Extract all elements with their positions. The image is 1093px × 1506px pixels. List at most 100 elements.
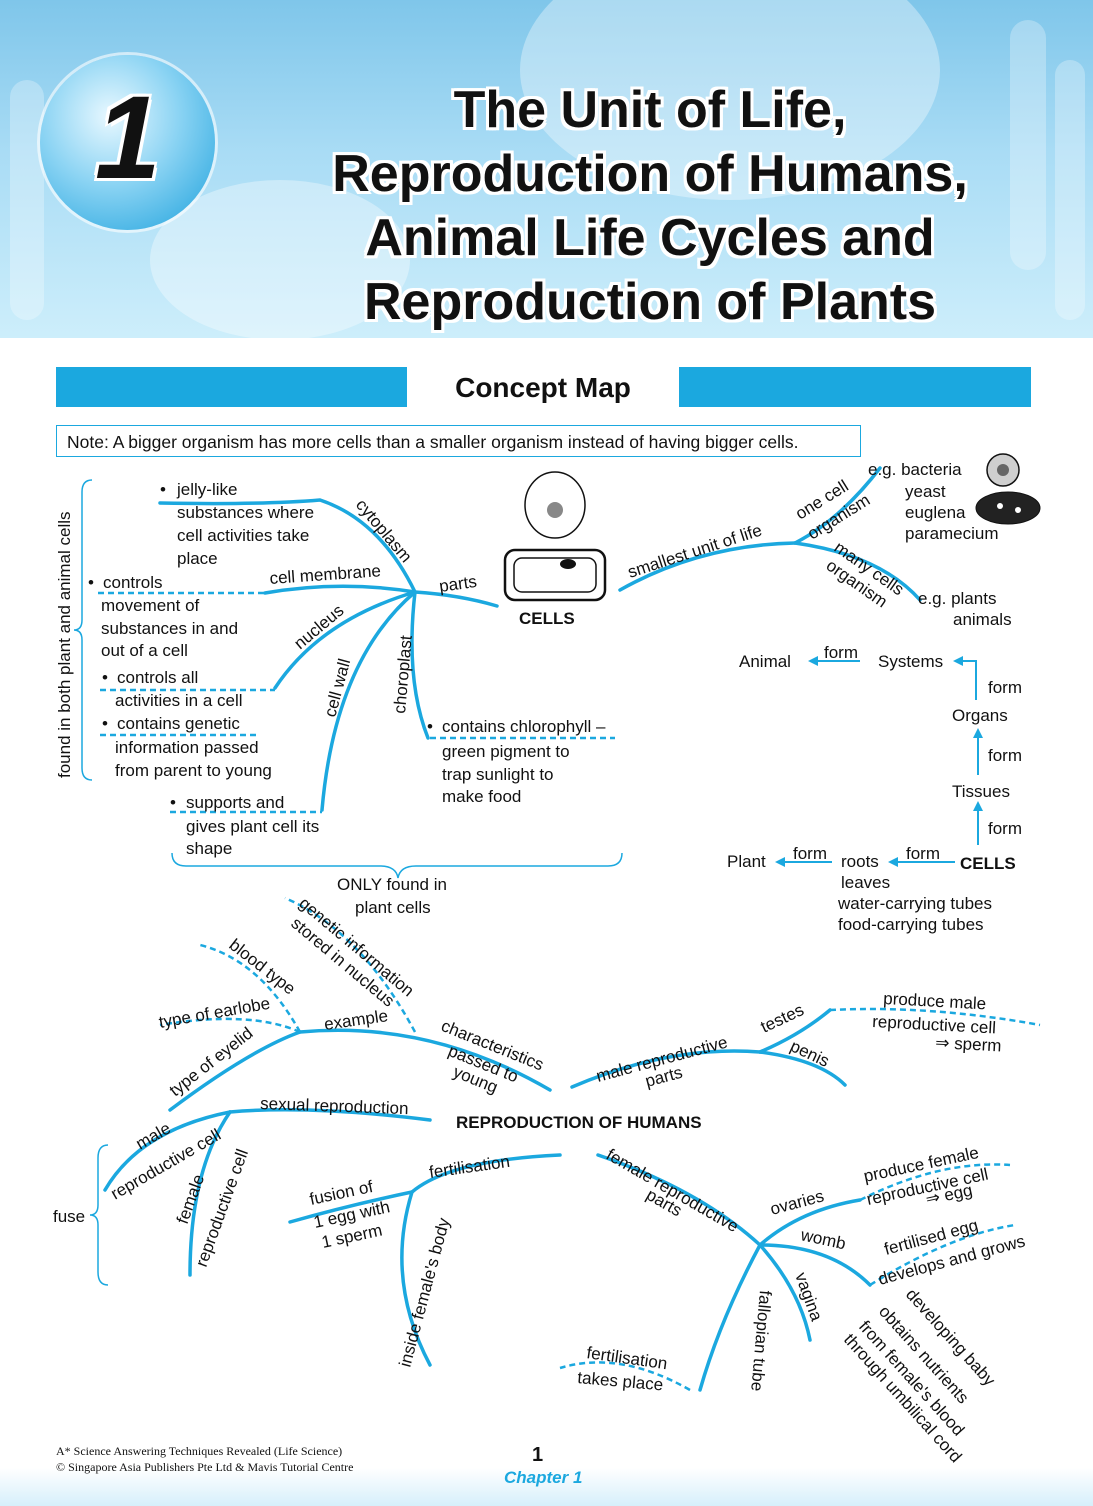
fuse-label: fuse [53,1207,85,1226]
branch-characteristics [298,1028,552,1092]
dash-earlobe [159,1017,301,1034]
roots-label: roots [841,852,879,871]
branch-many-cells [793,541,922,602]
branch-nucleus [273,590,417,690]
membrane-desc: movement of [101,596,200,615]
bullet: • [102,668,108,687]
dash-produce-female [859,1163,1011,1202]
bullet: • [88,573,94,592]
membrane-desc: controls [103,573,163,592]
animal-cell-nucleus-icon [547,502,563,518]
form-label: form [793,844,827,863]
note-box: Note: A bigger organism has more cells t… [56,425,861,457]
paramecium-icon-spot [1015,507,1021,513]
fertilisation-label: fertilisation [428,1152,511,1182]
chloroplast-desc: green pigment to [442,742,570,761]
banner-decoration [150,180,410,338]
produce-male-label: ⇒ sperm [935,1033,1002,1055]
bullet: • [102,714,108,733]
paramecium-icon-spot [997,503,1003,509]
branch-chloroplast [410,590,430,740]
one-cell-example: euglena [905,503,966,522]
dash-fertilised [869,1223,1016,1287]
nucleus-desc: contains genetic [117,714,240,733]
one-cell-example: yeast [905,482,946,501]
branch-fallopian [698,1243,762,1392]
footer-copyright: © Singapore Asia Publishers Pte Ltd & Ma… [56,1460,354,1474]
cell-wall-desc: shape [186,839,232,858]
paramecium-icon [975,491,1041,525]
form-label: form [988,746,1022,765]
nucleus-desc: from parent to young [115,761,272,780]
arrow-head [973,728,983,738]
braces [73,479,623,1286]
cytoplasm-desc: jelly-like [176,480,237,499]
produce-male-label: produce male [883,989,987,1013]
banner-decoration [1010,20,1046,270]
parts-label: parts [438,572,478,596]
chapter-banner: 1 The Unit of Life, Reproduction of Huma… [0,0,1093,338]
banner-decoration [1055,60,1085,320]
produce-male-label: reproductive cell [872,1012,997,1037]
found-both-label: found in both plant and animal cells [55,511,74,778]
brace-only-plant [171,852,623,879]
arrow-heads [775,656,983,867]
ovaries-label: ovaries [768,1186,826,1219]
chapter-number-badge [40,55,215,230]
branch-one-cell [793,466,882,545]
section-bar-left [56,367,407,407]
branch-fusion [288,1190,414,1224]
cell-wall-desc: gives plant cell its [186,817,319,836]
brace-fuse [89,1144,109,1286]
branch-cell-wall [320,590,417,812]
arrow-head [973,801,983,811]
cytoplasm-desc: substances where [177,503,314,522]
only-plant-label: plant cells [355,898,431,917]
dash-fert-takes [559,1361,691,1392]
arrow-head [775,857,785,867]
sexual-label: sexual reproduction [260,1094,409,1118]
branch-smallest-unit [618,541,797,592]
male-cell-label: male [133,1119,174,1154]
form-label: form [988,678,1022,697]
many-cells-example: animals [953,610,1012,629]
branch-female-parts [596,1153,762,1247]
nucleus-desc: information passed [115,738,259,757]
blood-type-label: blood type [226,935,300,998]
form-label: form [988,819,1022,838]
smallest-unit-label: smallest unit of life [625,521,764,582]
map-dashed-lines [98,591,1041,1392]
organs-label: Organs [952,706,1008,725]
dash-genetic [284,896,417,1033]
plant-cell-nucleus-icon [560,559,576,569]
bullet: • [170,793,176,812]
branch-cytoplasm [158,498,417,594]
membrane-desc: out of a cell [101,641,188,660]
arrow-head [953,656,963,666]
chloroplast-label: choroplast [390,634,416,714]
branch-testes [758,1008,832,1054]
chapter-title: The Unit of Life, Reproduction of Humans… [240,78,1060,334]
bacteria-icon-core [997,464,1009,476]
dash-blood-type [199,943,302,1033]
cell-drawings [503,453,1041,602]
arrow-organs-systems [960,660,977,700]
one-cell-example: paramecium [905,524,999,543]
plant-cell-icon [503,548,607,602]
only-plant-label: ONLY found in [337,875,447,894]
water-tubes-label: water-carrying tubes [837,894,992,913]
footer-book-info: A* Science Answering Techniques Revealed… [56,1443,353,1475]
branch-fertilisation [410,1153,562,1194]
section-bar-right [679,367,1031,407]
branch-penis [758,1050,847,1087]
title-line: Animal Life Cycles and [365,209,935,267]
form-label: form [824,643,858,662]
title-line: Reproduction of Plants [364,273,936,331]
map-lines [103,466,922,1392]
tissues-label: Tissues [952,782,1010,801]
footer-book-title: A* Science Answering Techniques Revealed… [56,1444,343,1458]
branch-womb [758,1243,872,1287]
fert-takes-label: fertilisation [585,1343,668,1373]
fallopian-label: fallopian tube [747,1290,775,1392]
